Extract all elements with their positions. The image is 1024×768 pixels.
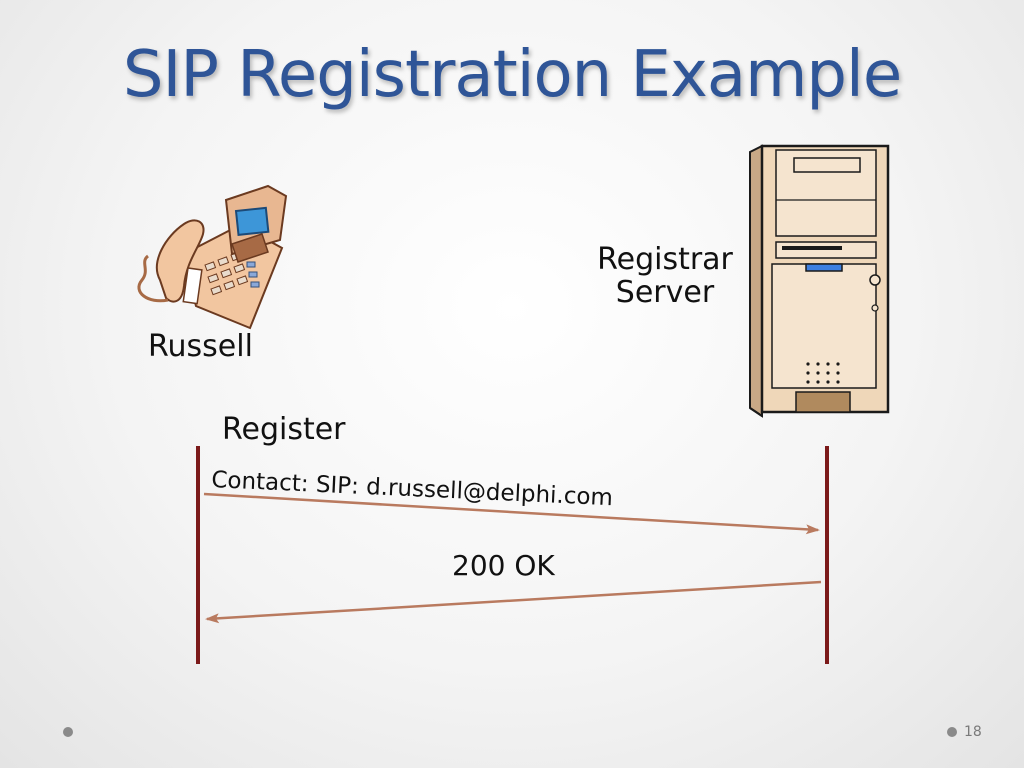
server-label-line1: Registrar	[597, 242, 733, 277]
register-arrow	[203, 492, 820, 535]
client-label: Russell	[148, 329, 253, 364]
server-icon	[749, 144, 890, 418]
register-message-label: Register	[222, 412, 346, 447]
slide-title: SIP Registration Example	[122, 38, 902, 112]
ok-arrow	[205, 580, 822, 624]
ok-response-label: 200 OK	[452, 549, 555, 582]
page-number: 18	[964, 724, 982, 740]
footer-dot-right	[947, 727, 957, 737]
server-label: Registrar Server	[590, 243, 740, 309]
server-label-line2: Server	[615, 275, 715, 310]
telephone-icon	[137, 184, 288, 330]
footer-dot-left	[63, 727, 73, 737]
